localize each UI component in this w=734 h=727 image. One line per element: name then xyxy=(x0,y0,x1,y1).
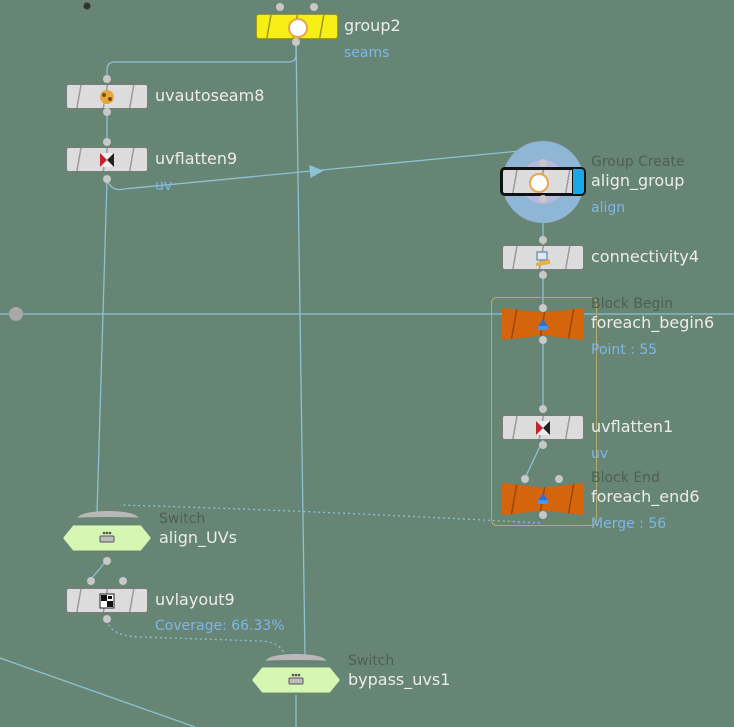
wire-junction-dot xyxy=(9,307,23,321)
uvflatten-icon xyxy=(536,420,550,435)
node-label: uvlayout9 xyxy=(155,590,235,609)
node-type: Switch xyxy=(348,653,395,669)
node-label: connectivity4 xyxy=(591,247,700,266)
node-label: uvflatten1 xyxy=(591,417,674,436)
input-connector[interactable] xyxy=(119,577,127,585)
output-connector[interactable] xyxy=(103,175,111,183)
node-type: Block End xyxy=(591,470,660,486)
foreach-icon xyxy=(537,493,549,504)
node-label: group2 xyxy=(344,16,401,35)
output-connector[interactable] xyxy=(103,108,111,116)
node-label: bypass_uvs1 xyxy=(348,670,451,689)
switch-icon xyxy=(99,531,115,543)
output-connector[interactable] xyxy=(103,557,111,565)
output-connector[interactable] xyxy=(539,195,547,203)
output-connector[interactable] xyxy=(539,336,547,344)
connectivity-icon xyxy=(536,251,550,266)
input-connector[interactable] xyxy=(87,577,95,585)
node-info: Point : 55 xyxy=(591,342,658,358)
uvautoseam-icon xyxy=(100,89,114,104)
wire-foreach_end6-align_UVs xyxy=(119,504,541,524)
uvlayout9-body[interactable] xyxy=(66,588,148,613)
group-ring-icon xyxy=(288,17,308,38)
switch-icon xyxy=(288,673,304,685)
offscreen-dot xyxy=(83,2,91,10)
wire-offscreen-bypass_uvs1 xyxy=(0,657,196,727)
align_group-body[interactable] xyxy=(500,167,586,196)
input-connector[interactable] xyxy=(276,3,284,11)
node-info: Merge : 56 xyxy=(591,516,667,532)
wire-uvflatten9-align_UVs xyxy=(96,179,108,514)
node-label: uvautoseam8 xyxy=(155,86,265,105)
node-label: uvflatten9 xyxy=(155,149,238,168)
output-connector[interactable] xyxy=(539,511,547,519)
uvflatten1-body[interactable] xyxy=(502,415,584,440)
node-label: foreach_end6 xyxy=(591,487,700,506)
wire-arrow xyxy=(309,164,324,179)
uvautoseam8-body[interactable] xyxy=(66,84,148,109)
wire-group2-uvautoseam8 xyxy=(106,40,297,82)
input-connector[interactable] xyxy=(539,304,547,312)
node-type: Group Create xyxy=(591,154,685,170)
input-connector[interactable] xyxy=(539,236,547,244)
node-info: Coverage: 66.33% xyxy=(155,618,285,634)
output-connector[interactable] xyxy=(103,615,111,623)
output-connector[interactable] xyxy=(292,38,300,46)
output-connector[interactable] xyxy=(539,271,547,279)
node-label: align_UVs xyxy=(159,528,237,547)
switch-input-arc[interactable] xyxy=(266,654,326,668)
uvlayout-icon xyxy=(99,593,115,608)
node-type: Switch xyxy=(159,511,206,527)
node-label: align_group xyxy=(591,171,685,190)
foreach_end6-body[interactable] xyxy=(502,483,584,515)
wire-uvlayout9-bypass_uvs1 xyxy=(106,619,286,661)
uvflatten-icon xyxy=(100,152,114,167)
input-connector[interactable] xyxy=(539,159,547,167)
node-label: foreach_begin6 xyxy=(591,313,715,332)
input-connector[interactable] xyxy=(555,475,563,483)
node-info: uv xyxy=(155,178,173,194)
group-ring-icon xyxy=(529,172,549,193)
uvflatten9-body[interactable] xyxy=(66,147,148,172)
input-connector[interactable] xyxy=(103,138,111,146)
switch-input-arc[interactable] xyxy=(78,511,138,525)
node-info: seams xyxy=(344,45,390,61)
foreach-icon xyxy=(537,319,549,330)
wire-group2-bypass_uvs1 xyxy=(295,39,306,656)
input-connector[interactable] xyxy=(539,405,547,413)
connectivity4-body[interactable] xyxy=(502,245,584,270)
input-connector[interactable] xyxy=(521,475,529,483)
node-type: Block Begin xyxy=(591,296,674,312)
node-info: uv xyxy=(591,446,609,462)
node-info: align xyxy=(591,200,626,216)
group2-body[interactable] xyxy=(256,14,338,39)
input-connector[interactable] xyxy=(310,3,318,11)
foreach-block-outline xyxy=(491,297,597,526)
input-connector[interactable] xyxy=(103,75,111,83)
output-connector[interactable] xyxy=(539,441,547,449)
